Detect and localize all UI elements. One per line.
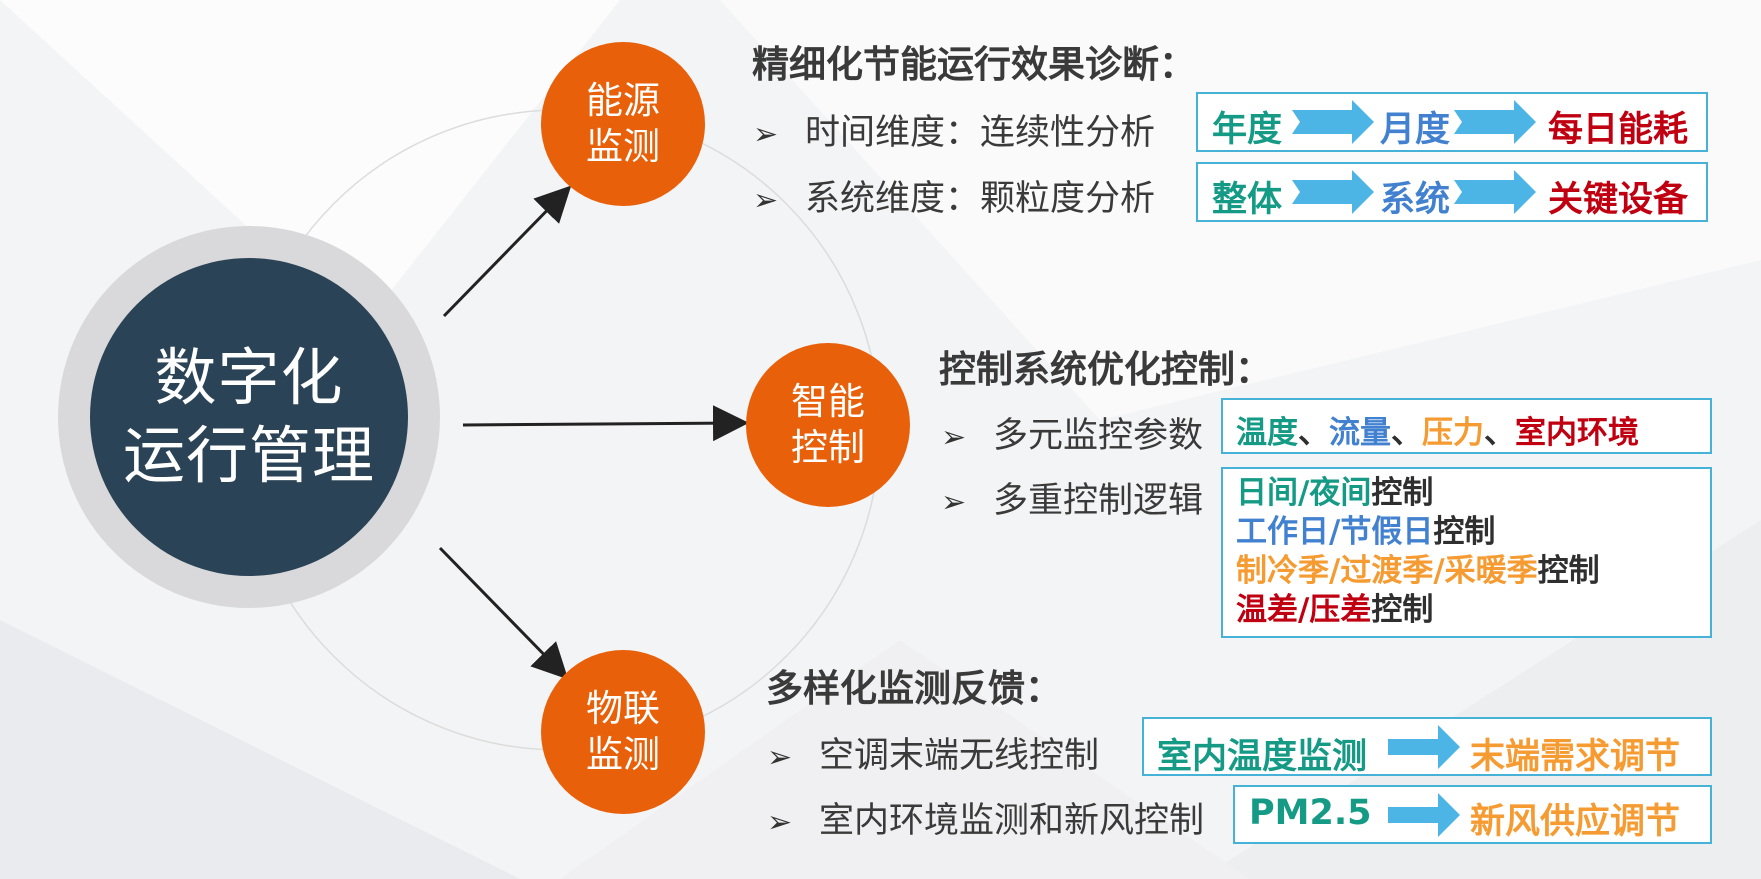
arrow-right-icon bbox=[1292, 170, 1374, 214]
bullet-label: 空调末端无线控制 bbox=[819, 736, 1100, 776]
fresh-air-flow-arrow bbox=[1388, 793, 1460, 837]
center-title-line1: 数字化 bbox=[154, 341, 344, 414]
node-energy-line2: 监测 bbox=[586, 125, 660, 168]
section2-bullet-logic: ➢ 多重控制逻辑 bbox=[941, 472, 1203, 523]
section3-bullet-wireless: ➢ 空调末端无线控制 bbox=[767, 727, 1099, 778]
arrow-right-icon bbox=[1388, 793, 1460, 837]
flow-daily-energy: 每日能耗 bbox=[1548, 110, 1689, 150]
logic-list: 日间/夜间控制 工作日/节假日控制 制冷季/过渡季/采暖季控制 温差/压差控制 bbox=[1236, 474, 1600, 630]
logic-item-label: 工作日/节假日 bbox=[1236, 514, 1434, 550]
flow-month: 月度 bbox=[1380, 110, 1451, 150]
node-smart-control: 智能 控制 bbox=[746, 343, 910, 507]
separator: 、 bbox=[1298, 415, 1329, 451]
logic-item-label: 温差/压差 bbox=[1236, 592, 1372, 628]
logic-item-suffix: 控制 bbox=[1537, 553, 1600, 589]
node-control-line1: 智能 bbox=[791, 380, 865, 423]
logic-item-differential: 温差/压差控制 bbox=[1236, 591, 1600, 630]
time-flow-arrows bbox=[1292, 100, 1536, 144]
section3-title: 多样化监测反馈： bbox=[766, 667, 1062, 710]
logic-item-day-night: 日间/夜间控制 bbox=[1236, 474, 1600, 513]
section2-title: 控制系统优化控制： bbox=[939, 348, 1272, 391]
node-iot-monitoring: 物联 监测 bbox=[541, 650, 705, 814]
bullet-label: 时间维度：连续性分析 bbox=[805, 113, 1156, 153]
logic-item-label: 制冷季/过渡季/采暖季 bbox=[1236, 553, 1538, 589]
node-energy-monitoring: 能源 监测 bbox=[541, 42, 705, 206]
chevron-right-icon: ➢ bbox=[767, 805, 793, 840]
flow-indoor-temp: 室内温度监测 bbox=[1157, 737, 1368, 777]
arrow-to-energy bbox=[442, 185, 572, 318]
params-text: 温度、流量、压力、室内环境 bbox=[1236, 407, 1639, 452]
separator: 、 bbox=[1484, 415, 1515, 451]
bullet-label: 室内环境监测和新风控制 bbox=[819, 801, 1205, 841]
arrow-right-icon bbox=[1292, 100, 1374, 144]
arrow-to-control bbox=[462, 405, 749, 442]
node-control-line2: 控制 bbox=[791, 426, 865, 469]
logic-item-workday-holiday: 工作日/节假日控制 bbox=[1236, 513, 1600, 552]
arrow-to-iot bbox=[438, 546, 569, 680]
bullet-label: 多重控制逻辑 bbox=[993, 481, 1204, 521]
section1-bullet-system: ➢ 系统维度：颗粒度分析 bbox=[753, 170, 1155, 221]
section3-bullet-fresh-air: ➢ 室内环境监测和新风控制 bbox=[767, 792, 1204, 843]
node-iot-line2: 监测 bbox=[586, 733, 660, 776]
system-flow-box bbox=[1196, 162, 1708, 222]
chevron-right-icon: ➢ bbox=[941, 485, 967, 520]
center-circle: 数字化 运行管理 bbox=[90, 258, 408, 576]
fresh-air-flow-box bbox=[1233, 785, 1712, 844]
flow-key-equipment: 关键设备 bbox=[1548, 180, 1689, 220]
arrow-right-icon bbox=[1454, 100, 1536, 144]
flow-system: 系统 bbox=[1380, 180, 1451, 220]
logic-item-label: 日间/夜间 bbox=[1236, 475, 1372, 511]
bullet-label: 多元监控参数 bbox=[993, 416, 1204, 456]
section1-bullet-time: ➢ 时间维度：连续性分析 bbox=[753, 104, 1155, 155]
param-temperature: 温度 bbox=[1236, 415, 1298, 451]
arrow-right-icon bbox=[1454, 170, 1536, 214]
flow-year: 年度 bbox=[1212, 110, 1283, 150]
chevron-right-icon: ➢ bbox=[767, 740, 793, 775]
params-box bbox=[1221, 398, 1712, 454]
chevron-right-icon: ➢ bbox=[941, 420, 967, 455]
logic-box bbox=[1221, 467, 1712, 638]
logic-item-suffix: 控制 bbox=[1371, 475, 1434, 511]
logic-item-seasons: 制冷季/过渡季/采暖季控制 bbox=[1236, 552, 1600, 591]
node-energy-line1: 能源 bbox=[586, 79, 660, 122]
param-flow: 流量 bbox=[1329, 415, 1391, 451]
wireless-flow-arrow bbox=[1388, 725, 1460, 769]
time-flow-box bbox=[1196, 92, 1708, 152]
chevron-right-icon: ➢ bbox=[753, 117, 779, 152]
system-flow-arrows bbox=[1292, 170, 1536, 214]
logic-item-suffix: 控制 bbox=[1371, 592, 1434, 628]
arrow-right-icon bbox=[1388, 725, 1460, 769]
node-iot-line1: 物联 bbox=[586, 687, 660, 730]
flow-fresh-air-supply: 新风供应调节 bbox=[1470, 802, 1681, 842]
param-indoor-env: 室内环境 bbox=[1515, 415, 1639, 451]
flow-pm25: PM2.5 bbox=[1249, 793, 1372, 833]
flow-overall: 整体 bbox=[1212, 180, 1283, 220]
bullet-label: 系统维度：颗粒度分析 bbox=[805, 179, 1156, 219]
section1-title: 精细化节能运行效果诊断： bbox=[752, 43, 1196, 86]
separator: 、 bbox=[1391, 415, 1422, 451]
flow-terminal-demand: 末端需求调节 bbox=[1470, 737, 1681, 777]
section2-bullet-params: ➢ 多元监控参数 bbox=[941, 407, 1203, 458]
param-pressure: 压力 bbox=[1422, 415, 1484, 451]
logic-item-suffix: 控制 bbox=[1433, 514, 1496, 550]
chevron-right-icon: ➢ bbox=[753, 183, 779, 218]
center-title-line2: 运行管理 bbox=[122, 419, 375, 492]
